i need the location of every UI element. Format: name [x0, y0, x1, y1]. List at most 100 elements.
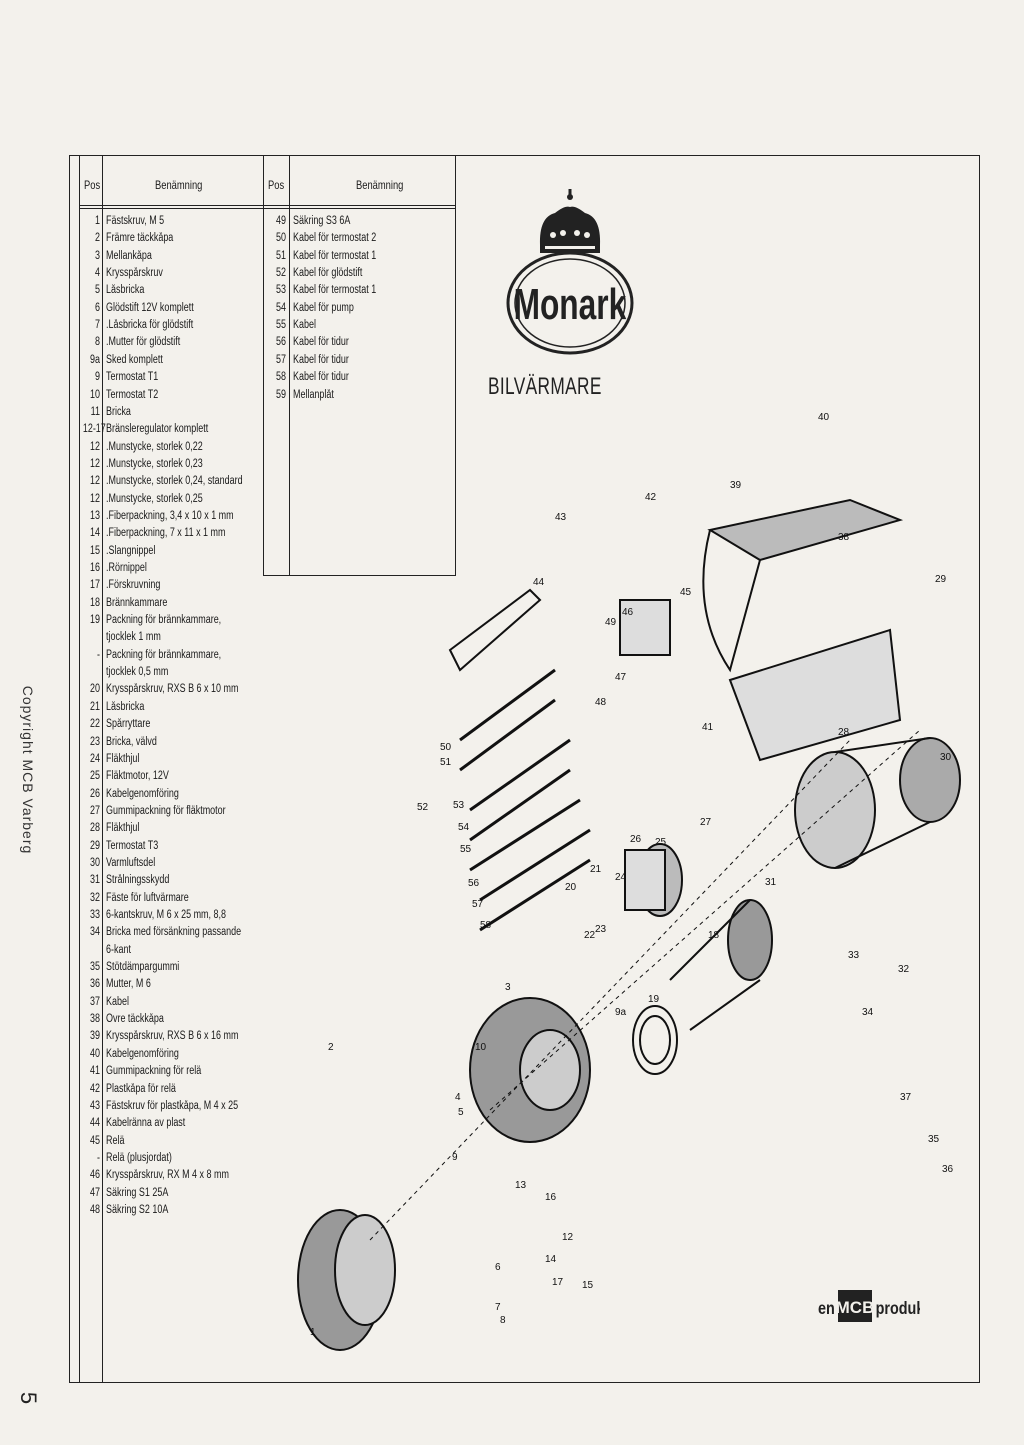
row-name: Främre täckkåpa [106, 232, 174, 245]
row-name: Termostat T2 [106, 388, 159, 401]
row-pos: 10 [90, 388, 100, 401]
row-name: Kabel för tidur [293, 371, 349, 384]
row-name: Bränsleregulator komplett [106, 423, 209, 436]
row-name: Kabelgenomföring [106, 1047, 179, 1060]
monark-logo: Monark [495, 185, 645, 355]
row-name: tjocklek 0,5 mm [106, 666, 169, 679]
row-pos: 45 [90, 1134, 100, 1147]
row-name: .Fiberpackning, 3,4 x 10 x 1 mm [106, 509, 234, 522]
callout-4: 4 [455, 1092, 461, 1103]
row-name: Kabel för termostat 1 [293, 249, 377, 262]
row-pos: 43 [90, 1099, 100, 1112]
row-name: Krysspårskruv, RX M 4 x 8 mm [106, 1169, 229, 1182]
header-pos: Pos [84, 178, 101, 192]
row-name: Mellanplåt [293, 388, 334, 401]
row-name: Gummipackning för fläktmotor [106, 804, 226, 817]
row-pos: 20 [90, 683, 100, 696]
callout-27: 27 [700, 817, 712, 828]
table-right-bottom [263, 575, 456, 576]
row-pos: 52 [276, 267, 286, 280]
row-name: Fläkthjul [106, 822, 140, 835]
row-name: Fästskruv för plastkåpa, M 4 x 25 [106, 1099, 239, 1112]
callout-41: 41 [702, 722, 714, 733]
row-name: .Slangnippel [106, 544, 156, 557]
row-pos: 2 [95, 232, 100, 245]
callout-7: 7 [495, 1302, 501, 1313]
row-name: Fästskruv, M 5 [106, 215, 165, 227]
row-name: Kabel för tidur [293, 336, 349, 349]
row-pos: 13 [90, 509, 100, 522]
callout-28: 28 [838, 727, 850, 738]
row-pos: 55 [276, 319, 286, 332]
callout-26: 26 [630, 834, 642, 845]
row-name: Låsbricka [106, 700, 145, 713]
row-pos: 44 [90, 1117, 100, 1130]
row-pos: 37 [90, 995, 100, 1008]
brand-prefix: en [818, 1299, 835, 1319]
callout-37: 37 [900, 1092, 912, 1103]
callout-20: 20 [565, 882, 577, 893]
callout-36: 36 [942, 1164, 954, 1175]
row-pos: 29 [90, 839, 100, 852]
row-name: 6-kant [106, 943, 131, 956]
exploded-view-drawing: 1234567899a10121314151617181920212223242… [297, 412, 961, 1351]
callout-9: 9 [452, 1152, 458, 1163]
header-name-2: Benämning [356, 178, 404, 192]
callout-9a: 9a [615, 1007, 627, 1018]
table-border-left [79, 155, 80, 1383]
row-pos: 12 [90, 492, 100, 505]
header-pos-2: Pos [268, 178, 285, 192]
row-name: .Munstycke, storlek 0,25 [106, 492, 203, 505]
callout-1: 1 [310, 1327, 316, 1338]
callout-5: 5 [458, 1107, 464, 1118]
row-name: Fläkthjul [106, 752, 140, 765]
row-name: Krysspårskruv, RXS B 6 x 10 mm [106, 683, 239, 696]
copyright-text: Copyright MCB Varberg [20, 685, 36, 855]
callout-55: 55 [460, 844, 472, 855]
callout-19: 19 [648, 994, 660, 1005]
brand-mark: MCB [836, 1298, 875, 1317]
row-pos: 12-17 [82, 423, 106, 436]
row-name: Plastkåpa för relä [106, 1082, 176, 1095]
row-name: Fäste för luftvärmare [106, 891, 189, 904]
row-pos: 51 [276, 249, 286, 262]
row-name: .Rörnippel [106, 562, 147, 574]
row-pos: 26 [90, 787, 100, 800]
callout-15: 15 [582, 1280, 594, 1291]
table-pos-divider [102, 155, 103, 1383]
row-pos: 32 [90, 891, 100, 904]
row-pos: 47 [90, 1186, 100, 1199]
row-pos: 46 [90, 1169, 100, 1182]
callout-38: 38 [838, 532, 850, 543]
row-name: Krysspårskruv [106, 267, 163, 280]
table-middle-divider [263, 155, 264, 575]
row-pos: - [97, 648, 100, 661]
row-name: Kabel för termostat 2 [293, 232, 377, 245]
callout-58: 58 [480, 920, 492, 931]
row-pos: 48 [90, 1203, 100, 1216]
row-name: Packning för brännkammare, [106, 614, 222, 627]
callout-40: 40 [818, 412, 830, 423]
row-pos: 50 [276, 232, 286, 245]
callout-31: 31 [765, 877, 777, 888]
row-pos: 59 [276, 388, 286, 401]
row-name: Varmluftsdel [106, 856, 156, 869]
row-name: Mellankåpa [106, 249, 152, 262]
callout-23: 23 [595, 924, 607, 935]
row-pos: 39 [90, 1030, 100, 1043]
row-pos: 31 [90, 874, 100, 887]
logo-brand-text: Monark [514, 280, 627, 329]
callout-14: 14 [545, 1254, 557, 1265]
product-title: BILVÄRMARE [488, 373, 602, 400]
header-rule [79, 205, 455, 206]
row-name: Mutter, M 6 [106, 978, 151, 991]
row-pos: 12 [90, 457, 100, 470]
row-name: .Munstycke, storlek 0,22 [106, 440, 203, 453]
row-name: Kabel för tidur [293, 353, 349, 366]
row-pos: 18 [90, 596, 100, 609]
row-pos: 3 [95, 249, 100, 262]
row-pos: 30 [90, 856, 100, 869]
row-pos: 4 [95, 267, 100, 280]
row-name: 6-kantskruv, M 6 x 25 mm, 8,8 [106, 909, 226, 921]
row-name: .Fiberpackning, 7 x 11 x 1 mm [106, 527, 226, 540]
